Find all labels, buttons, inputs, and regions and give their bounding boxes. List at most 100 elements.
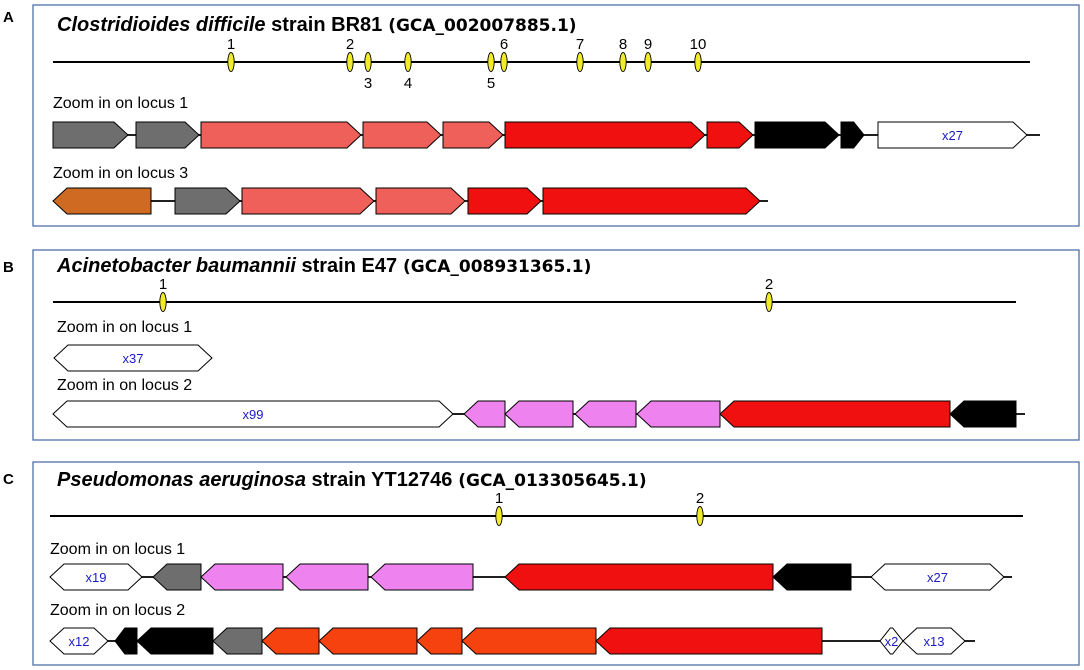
zoom-label-b-1: Zoom in on locus 1 [57, 319, 192, 336]
gene-copy-count-label: x99 [243, 407, 264, 422]
locus-number-label: 2 [765, 276, 773, 293]
locus-marker [487, 52, 495, 72]
locus-marker [696, 506, 704, 526]
gene-arrow-violet [463, 400, 506, 428]
locus-number-label: 10 [690, 36, 707, 53]
locus-marker [644, 52, 652, 72]
gene-arrow-violet [370, 563, 474, 591]
zoom-label-c-1: Zoom in on locus 1 [50, 541, 185, 558]
locus-marker [495, 506, 503, 526]
gene-arrow-black [772, 563, 852, 591]
locus-number-label: 2 [346, 36, 354, 53]
gene-arrow-gray [52, 121, 129, 149]
gene-arrow-red [719, 400, 951, 428]
gene-arrow-red [706, 121, 754, 149]
locus-marker [159, 292, 167, 312]
gene-arrow-gray [135, 121, 200, 149]
locus-number-label: 1 [159, 276, 167, 293]
panel-c: C Pseudomonas aeruginosa strain YT12746 … [3, 461, 1080, 666]
gene-copy-count-label: x13 [924, 634, 945, 649]
locus-marker [227, 52, 235, 72]
locus-number-label: 1 [495, 490, 503, 507]
panel-border-b [32, 249, 1080, 441]
gene-arrow-white [870, 563, 1005, 591]
locus-marker [765, 292, 773, 312]
locus-marker [694, 52, 702, 72]
gene-copy-count-label: x27 [942, 128, 963, 143]
gene-arrow-black [754, 121, 840, 149]
gene-arrow-violet [285, 563, 369, 591]
gene-arrow-black [136, 627, 214, 655]
panel-border-a [32, 4, 1080, 227]
panel-title-c: Pseudomonas aeruginosa strain YT12746 (G… [57, 469, 647, 491]
gene-arrow-brown [52, 187, 152, 215]
locus-number-label: 2 [696, 490, 704, 507]
gene-arrow-red [504, 563, 774, 591]
gene-arrow-black [949, 400, 1017, 428]
gene-arrow-orange_red [261, 627, 320, 655]
gene-arrow-salmon [200, 121, 362, 149]
panel-label-b: B [3, 259, 14, 276]
gene-track-a-locus1: x27 [52, 121, 1040, 149]
gene-arrow-white [52, 400, 454, 428]
gene-arrow-violet [504, 400, 574, 428]
gene-copy-count-label: x2 [885, 634, 899, 649]
gene-arrow-white [879, 627, 904, 655]
gene-arrow-white [49, 563, 143, 591]
locus-number-label: 6 [500, 36, 508, 53]
zoom-label-c-2: Zoom in on locus 2 [50, 602, 185, 619]
gene-copy-count-label: x12 [69, 634, 90, 649]
gene-copy-count-label: x37 [123, 351, 144, 366]
panel-a: A Clostridioides difficile strain BR81 (… [3, 4, 1080, 227]
panel-title-a: Clostridioides difficile strain BR81 (GC… [57, 14, 577, 36]
locus-number-label: 3 [364, 75, 372, 92]
locus-number-label: 1 [227, 36, 235, 53]
gene-track-a-locus3 [52, 187, 768, 215]
gene-arrow-salmon [241, 187, 375, 215]
gene-arrow-orange_red [416, 627, 463, 655]
panel-label-c: C [3, 471, 14, 488]
gene-arrow-gray [152, 563, 202, 591]
gene-arrow-orange_red [318, 627, 418, 655]
gene-arrow-white [902, 627, 966, 655]
gene-arrow-violet [200, 563, 284, 591]
locus-marker [619, 52, 627, 72]
gene-arrow-gray [212, 627, 263, 655]
locus-marker [364, 52, 372, 72]
gene-arrow-red [595, 627, 823, 655]
locus-number-label: 4 [404, 75, 412, 92]
gene-arrow-violet [636, 400, 721, 428]
gene-arrow-white [49, 627, 109, 655]
gene-arrow-salmon [375, 187, 466, 215]
gene-arrow-red [504, 121, 706, 149]
gene-arrow-white [53, 344, 213, 372]
panel-border-c [32, 461, 1080, 666]
gene-track-b-locus2: x99 [52, 400, 1025, 428]
zoom-label-a-1: Zoom in on locus 1 [53, 95, 188, 112]
gene-track-b-locus1: x37 [53, 344, 213, 372]
gene-arrow-red [542, 187, 761, 215]
locus-number-label: 9 [644, 36, 652, 53]
locus-number-label: 5 [487, 75, 495, 92]
locus-marker [346, 52, 354, 72]
gene-copy-count-label: x19 [86, 570, 107, 585]
panel-b: B Acinetobacter baumannii strain E47 (GC… [3, 249, 1080, 441]
zoom-label-b-2: Zoom in on locus 2 [57, 377, 192, 394]
gene-arrow-red [467, 187, 542, 215]
zoom-label-a-3: Zoom in on locus 3 [53, 165, 188, 182]
panel-title-b: Acinetobacter baumannii strain E47 (GCA_… [56, 255, 591, 277]
gene-arrow-salmon [362, 121, 442, 149]
locus-marker [404, 52, 412, 72]
gene-arrow-black [114, 627, 138, 655]
locus-marker [576, 52, 584, 72]
gene-arrow-violet [574, 400, 637, 428]
locus-number-label: 8 [619, 36, 627, 53]
gene-arrow-salmon [442, 121, 504, 149]
gene-track-c-locus2: x12 x2 x13 [49, 627, 975, 655]
gene-copy-count-label: x27 [927, 570, 948, 585]
gene-arrow-gray [174, 187, 241, 215]
